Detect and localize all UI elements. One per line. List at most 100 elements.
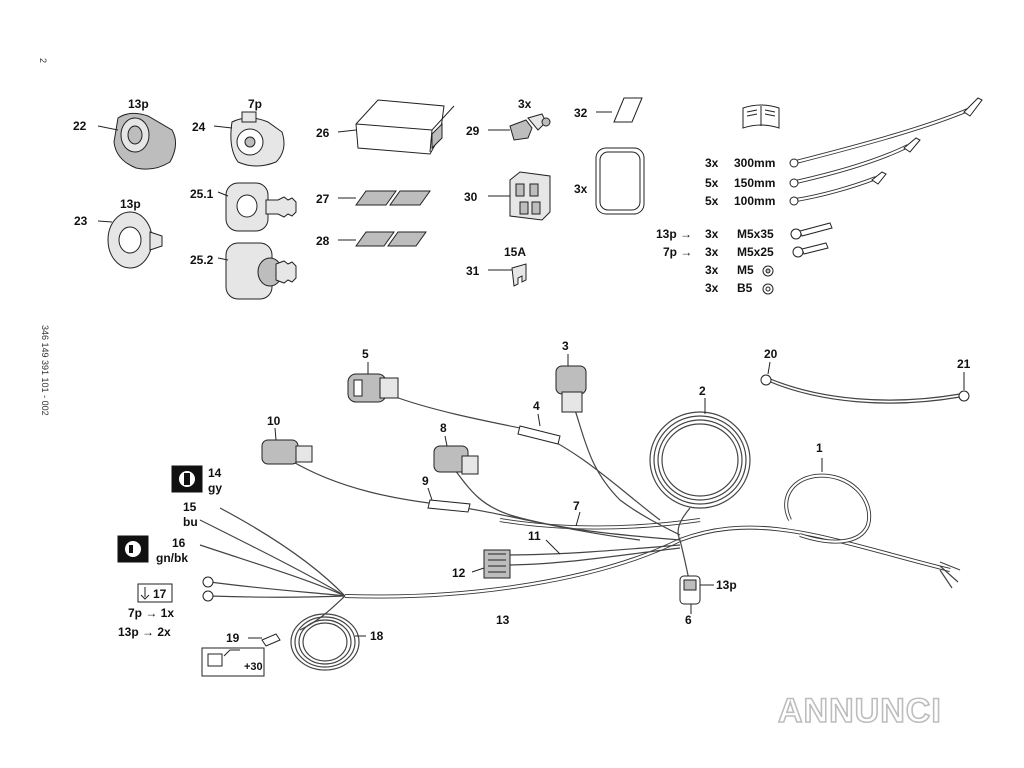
part-32-card: 32 xyxy=(574,97,643,123)
coil-2 xyxy=(649,411,751,541)
ring-terminal-20 xyxy=(760,374,772,386)
label-21: 21 xyxy=(957,357,971,371)
label-27: 27 xyxy=(316,192,330,206)
cable-tie-list: 3x 300mm 5x 150mm 5x 100mm xyxy=(705,156,775,208)
label-22-pins: 13p xyxy=(128,97,149,111)
label-11: 11 xyxy=(528,529,541,543)
label-3: 3 xyxy=(562,339,569,353)
label-23-pins: 13p xyxy=(120,197,141,211)
watermark: ANNUNCI xyxy=(778,692,942,730)
part-27-adhesive-pads: 27 xyxy=(316,190,431,206)
ring-terminal-21 xyxy=(958,390,970,402)
label-16: 16 xyxy=(172,536,186,550)
label-8: 8 xyxy=(440,421,447,435)
label-25-1: 25.1 xyxy=(190,187,214,201)
label-24-pins: 7p xyxy=(248,97,262,111)
label-25-2: 25.2 xyxy=(190,253,214,267)
reverse-lamp-icon xyxy=(117,535,149,563)
screws-graphic xyxy=(762,222,833,295)
part-25-1-gasket: 25.1 xyxy=(190,182,297,232)
screw-list: 13p → 3x M5x35 7p → 3x M5x25 3x M5 3x B5 xyxy=(656,227,774,295)
document-code: 346 149 391 101 - 002 xyxy=(40,325,50,416)
screw-size: B5 xyxy=(737,281,753,295)
label-15: 15 xyxy=(183,500,197,514)
label-31-fuse: 15A xyxy=(504,245,526,259)
label-14: 14 xyxy=(208,466,222,480)
label-9: 9 xyxy=(422,474,429,488)
tie-qty: 3x xyxy=(705,156,719,170)
screw-prefix: 7p → xyxy=(663,245,692,259)
part-adhesive-pad: 3x xyxy=(574,147,645,215)
label-22: 22 xyxy=(73,119,87,133)
page-number: 2 xyxy=(38,58,48,63)
label-32: 32 xyxy=(574,106,588,120)
part-22-socket-13p: 22 13p xyxy=(73,97,176,170)
label-4: 4 xyxy=(533,399,540,413)
connector-9 xyxy=(427,499,471,513)
coil-18 xyxy=(290,613,360,671)
book-icon xyxy=(742,104,780,129)
label-30: 30 xyxy=(464,190,478,204)
part-24-socket-7p: 24 7p xyxy=(192,97,285,167)
connector-5 xyxy=(347,373,399,403)
screw-qty: 3x xyxy=(705,281,719,295)
label-28: 28 xyxy=(316,234,330,248)
part-23-socket-13p: 23 13p xyxy=(74,197,163,269)
label-1: 1 xyxy=(816,441,823,455)
part-31-fuse: 31 15A xyxy=(466,245,527,287)
connector-4 xyxy=(517,425,561,445)
part-29-clips: 29 3x xyxy=(466,97,551,141)
screw-qty: 3x xyxy=(705,227,719,241)
label-23: 23 xyxy=(74,214,88,228)
connector-3 xyxy=(555,365,587,413)
tie-size: 150mm xyxy=(734,176,775,190)
cable-ties xyxy=(789,97,983,206)
label-5: 5 xyxy=(362,347,369,361)
label-17-line2: 13p → 2x xyxy=(118,625,171,639)
terminal-19 xyxy=(261,633,281,647)
part-30-relay-holder: 30 xyxy=(464,171,551,221)
screw-prefix: 13p → xyxy=(656,227,692,241)
part-28-adhesive-pads: 28 xyxy=(316,231,427,248)
label-29-qty: 3x xyxy=(518,97,532,111)
battery-icon xyxy=(201,647,265,677)
label-19-terminal: +30 xyxy=(244,661,263,673)
tie-qty: 5x xyxy=(705,176,719,190)
screw-qty: 3x xyxy=(705,245,719,259)
screw-size: M5 xyxy=(737,263,754,277)
label-15-color: bu xyxy=(183,515,198,529)
label-14-color: gy xyxy=(208,481,222,495)
connector-6 xyxy=(679,575,701,605)
ring-terminal-17 xyxy=(202,576,214,602)
tie-size: 100mm xyxy=(734,194,775,208)
label-31: 31 xyxy=(466,264,480,278)
screw-qty: 3x xyxy=(705,263,719,277)
label-16-color: gn/bk xyxy=(156,551,188,565)
label-19: 19 xyxy=(226,631,240,645)
ground-icon xyxy=(137,583,173,603)
connector-10 xyxy=(261,439,313,465)
label-12: 12 xyxy=(452,566,466,580)
fog-lamp-icon xyxy=(171,465,203,493)
connector-8 xyxy=(433,445,479,475)
tie-size: 300mm xyxy=(734,156,775,170)
label-17-line1: 7p → 1x xyxy=(128,606,174,620)
screw-size: M5x25 xyxy=(737,245,774,259)
label-18: 18 xyxy=(370,629,384,643)
label-2: 2 xyxy=(699,384,706,398)
coil-1 xyxy=(784,473,961,589)
part-26-control-module: 26 xyxy=(316,99,455,155)
label-26: 26 xyxy=(316,126,330,140)
part-25-2-gasket: 25.2 xyxy=(190,242,297,300)
label-17: 17 xyxy=(153,587,167,601)
label-6: 6 xyxy=(685,613,692,627)
label-7: 7 xyxy=(573,499,580,513)
connector-12 xyxy=(483,549,511,579)
harness-labels: 1 2 3 4 5 6 13p 7 8 9 10 11 12 13 14 gy … xyxy=(118,339,971,673)
label-13: 13 xyxy=(496,613,510,627)
label-pad-qty: 3x xyxy=(574,182,588,196)
label-20: 20 xyxy=(764,347,778,361)
label-29: 29 xyxy=(466,124,480,138)
label-24: 24 xyxy=(192,120,206,134)
